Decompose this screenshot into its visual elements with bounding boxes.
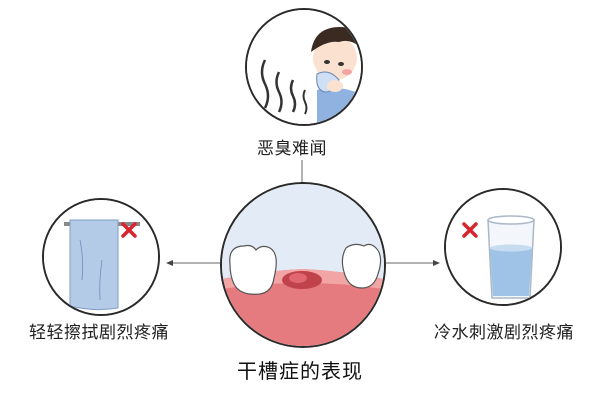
water-glass-icon xyxy=(446,190,560,304)
bad-smell-label: 恶臭难闻 xyxy=(257,139,327,159)
dry-socket-illustration xyxy=(220,182,386,348)
bad-smell-illustration xyxy=(245,8,363,126)
towel-illustration xyxy=(42,198,160,316)
boy-covering-nose-icon xyxy=(247,10,361,124)
cold-water-pain-label: 冷水刺激剧烈疼痛 xyxy=(434,323,574,343)
towel-pain-label: 轻轻擦拭剧烈疼痛 xyxy=(29,323,169,343)
diagram-title: 干槽症的表现 xyxy=(237,359,363,383)
x-mark-icon xyxy=(121,222,137,238)
towel-icon xyxy=(44,200,158,314)
x-mark-icon xyxy=(462,222,478,238)
gum-socket-icon xyxy=(222,184,384,346)
cold-water-illustration xyxy=(444,188,562,306)
